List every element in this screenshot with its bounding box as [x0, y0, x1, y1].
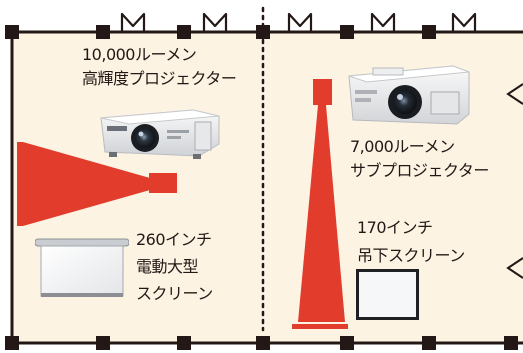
projection-beam-icon: [17, 142, 177, 226]
hanging-screen-name: 吊下スクリーン: [357, 246, 465, 265]
projector-icon: [100, 109, 220, 159]
roll-screen-icon: [34, 238, 130, 297]
framed-screen-icon: [356, 269, 419, 320]
projector-icon: [348, 65, 470, 125]
sub-projector-marker: [313, 79, 332, 105]
main-projector-name: 高輝度プロジェクター: [82, 69, 237, 88]
large-screen-label: 260インチ 電動大型 スクリーン: [136, 226, 213, 307]
sub-projector-name: サブプロジェクター: [350, 161, 489, 180]
projection-beam-icon: [292, 79, 348, 329]
hanging-screen-photo: [355, 268, 420, 325]
sub-projector-lumens: 7,000ルーメン: [350, 137, 455, 156]
hanging-screen-size: 170インチ: [357, 218, 433, 237]
door-icon: [506, 83, 523, 279]
main-projector-marker: [149, 173, 177, 193]
hanging-screen-label: 170インチ 吊下スクリーン: [357, 214, 465, 270]
main-projector-label: 10,000ルーメン 高輝度プロジェクター: [82, 43, 237, 91]
large-screen-photo: [34, 237, 130, 303]
large-screen-size: 260インチ: [136, 230, 212, 249]
large-screen-type: 電動大型: [136, 257, 199, 276]
pillar-icon: [5, 25, 518, 350]
door-icon: [120, 12, 477, 32]
main-projector-lumens: 10,000ルーメン: [82, 45, 197, 64]
large-screen-name: スクリーン: [136, 284, 213, 303]
main-projector-photo: [95, 104, 225, 166]
sub-projector-label: 7,000ルーメン サブプロジェクター: [350, 135, 489, 183]
sub-projector-photo: [345, 58, 473, 134]
